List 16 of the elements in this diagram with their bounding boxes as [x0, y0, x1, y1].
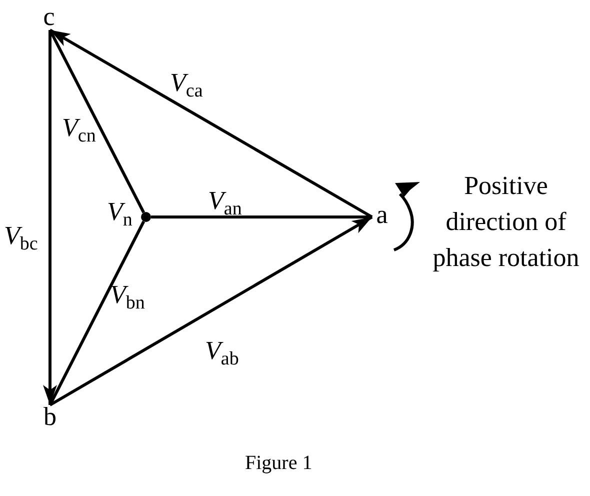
- annotation-text: Positive direction of phase rotation: [432, 170, 580, 274]
- vertex-label: a: [373, 204, 391, 228]
- figure-caption: Figure 1: [245, 452, 312, 475]
- edge-label: V$_{bn}$: [110, 282, 145, 308]
- edge-label: V$_{ab}$: [205, 338, 239, 364]
- arrow: [49, 216, 373, 406]
- neutral-point-dot: [141, 212, 151, 222]
- edge-label: V$_{an}$: [208, 188, 242, 214]
- vertex-label: c: [41, 6, 57, 30]
- arrow: [49, 28, 373, 218]
- node-label: V$_{n}$: [107, 199, 132, 225]
- edge-label: V$_{cn}$: [62, 115, 96, 141]
- vertex-label: b: [42, 406, 58, 430]
- edge-label: V$_{ca}$: [170, 70, 203, 96]
- arrow: [43, 30, 57, 405]
- edge-label: V$_{bc}$: [4, 223, 38, 249]
